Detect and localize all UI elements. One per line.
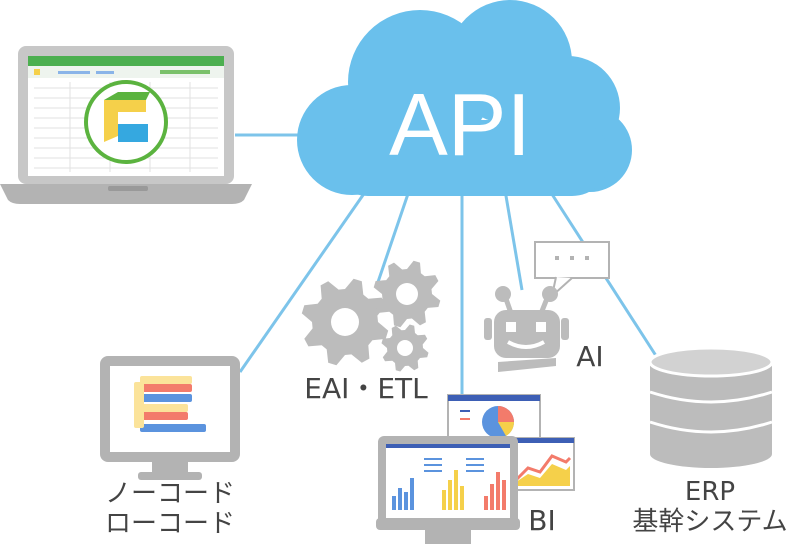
api-cloud (297, 0, 632, 196)
bi-label: BI (528, 504, 555, 537)
api-label: API (389, 75, 531, 174)
database-icon (648, 346, 774, 468)
nocode-label-line2: ローコード (105, 509, 235, 539)
monitor-blocks-icon (100, 356, 240, 480)
speech-bubble-icon (534, 241, 610, 299)
erp-label-line2: 基幹システム (632, 507, 787, 537)
ai-label: AI (576, 340, 603, 373)
connector-nocode (238, 184, 372, 373)
gears-icon (301, 260, 441, 372)
erp-label-line1: ERP (685, 477, 735, 507)
connector-eai (376, 187, 412, 283)
nocode-label-line1: ノーコード (105, 479, 235, 509)
app-logo-icon (84, 80, 168, 164)
robot-icon (484, 286, 569, 372)
connector-ai (503, 189, 524, 291)
eai-label: EAI・ETL (304, 372, 428, 405)
dashboard-charts-icon (376, 394, 575, 544)
